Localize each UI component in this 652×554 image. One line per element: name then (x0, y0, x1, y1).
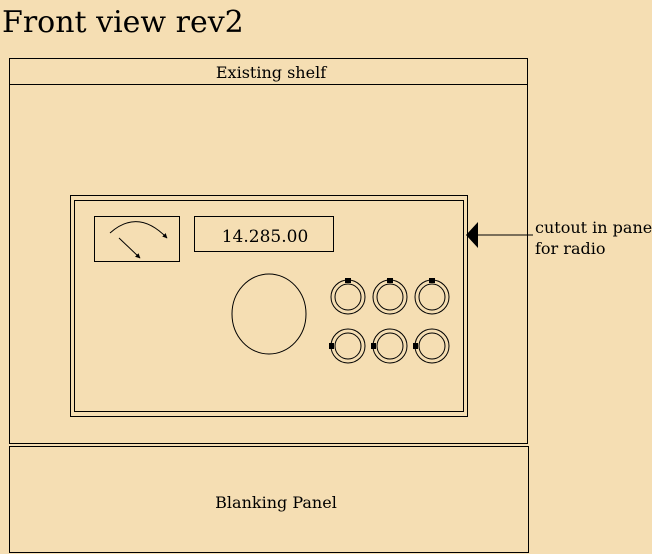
cutout-callout (466, 222, 533, 248)
knob-ring-outer (372, 328, 408, 364)
knob-ring-outer (414, 328, 450, 364)
small-knob (371, 328, 408, 364)
shelf-label: Existing shelf (216, 63, 327, 82)
blanking-panel-label: Blanking Panel (215, 493, 337, 512)
cutout-inner (74, 200, 464, 412)
blanking-panel (9, 446, 529, 553)
knob-ring-inner (418, 332, 446, 360)
meter (94, 216, 180, 262)
tuning-knob (231, 273, 307, 355)
meter-needle (118, 237, 141, 259)
small-knob (414, 278, 450, 315)
callout-label-line1: cutout in panel (535, 218, 652, 237)
cutout-outer (70, 195, 468, 417)
knob-ring-inner (376, 283, 404, 311)
knob-ring-outer (330, 279, 366, 315)
knob-indicator (345, 278, 351, 283)
knob-ring-inner (376, 332, 404, 360)
knob-indicator (387, 278, 393, 283)
meter-box (94, 216, 180, 262)
small-knob (329, 328, 366, 364)
small-knob (413, 328, 450, 364)
knob-indicator (413, 343, 418, 349)
knob-ring-outer (372, 279, 408, 315)
frequency-display: 14.285.00 (222, 227, 309, 247)
knob-ring-inner (334, 332, 362, 360)
small-knob (372, 278, 408, 315)
knob-ring-outer (414, 279, 450, 315)
cabinet-outline (9, 58, 528, 444)
knob-ring-inner (418, 283, 446, 311)
knob-indicator (429, 278, 435, 283)
knob-ring-inner (334, 283, 362, 311)
radio-cutout (70, 195, 468, 417)
small-knobs (329, 278, 450, 364)
frequency-display-box (194, 216, 334, 252)
knob-indicator (329, 343, 334, 349)
knob-indicator (371, 343, 376, 349)
callout-label-line2: for radio (535, 239, 605, 258)
callout-arrowhead (466, 222, 478, 248)
page-title: Front view rev2 (2, 5, 244, 40)
cabinet (9, 58, 528, 444)
knob-ring-outer (330, 328, 366, 364)
meter-scale-arc (109, 221, 168, 239)
small-knob (330, 278, 366, 315)
